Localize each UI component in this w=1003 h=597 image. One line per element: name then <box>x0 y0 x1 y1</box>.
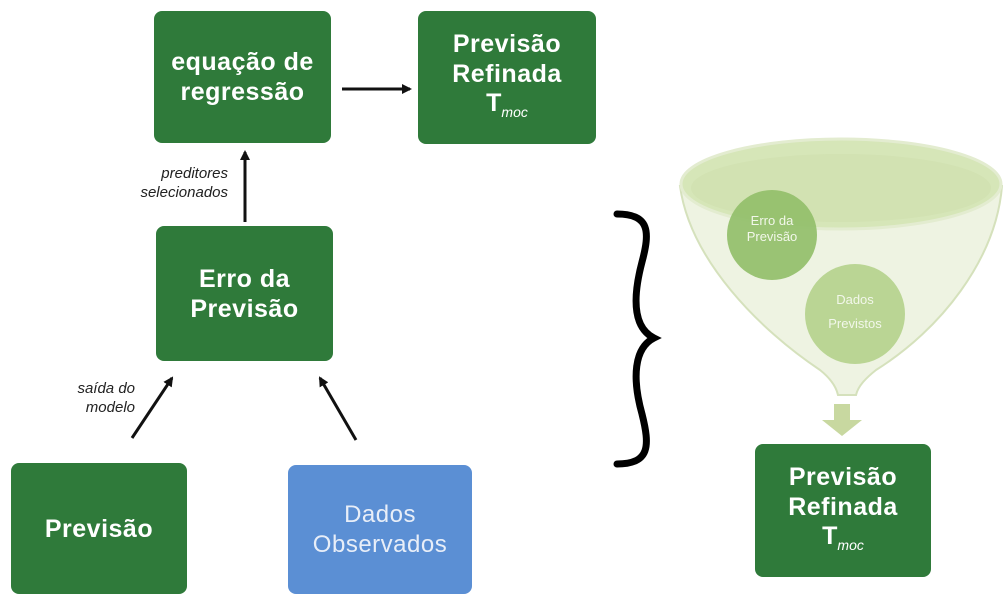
refined-top-line2: Refinada <box>452 60 562 88</box>
funnel-circle-error <box>727 190 817 280</box>
refined-right-line1: Previsão <box>788 463 898 491</box>
refined-top-symbol: Tmoc <box>486 89 528 120</box>
refined-forecast-box-right: Previsão Refinada Tmoc <box>755 444 931 577</box>
funnel-down-arrow <box>822 404 862 436</box>
regression-line1: equação de <box>171 48 314 76</box>
funnel-circle-data <box>805 264 905 364</box>
refined-right-symbol: Tmoc <box>822 522 864 553</box>
funnel-circle-data-line1: Dados <box>836 292 874 307</box>
model-output-line1: saída do <box>77 380 135 397</box>
forecast-error-line1: Erro da <box>198 264 291 293</box>
refined-right-line2: Refinada <box>788 493 898 521</box>
model-output-line2: modelo <box>85 399 135 416</box>
model-output-label: saída do modelo <box>55 379 135 417</box>
arrow-forecast-to-error <box>130 376 174 439</box>
forecast-error-line2: Previsão <box>190 294 299 323</box>
regression-line2: regressão <box>180 78 305 106</box>
funnel-circle-error-line2: Previsão <box>746 229 798 244</box>
regression-equation-box: equação de regressão <box>154 11 331 143</box>
funnel-circle-data-line2: Previstos <box>828 316 882 331</box>
predictors-line2: selecionados <box>140 184 228 201</box>
refined-forecast-box-top: Previsão Refinada Tmoc <box>418 11 596 144</box>
funnel-circle-error-line1: Erro da <box>750 213 794 228</box>
forecast-label: Previsão <box>44 514 154 543</box>
observed-line1: Dados <box>344 500 416 528</box>
observed-data-box: Dados Observados <box>288 465 472 594</box>
funnel-circle-error-label: Erro da Previsão <box>727 213 817 245</box>
funnel-circle-data-label: Dados Previstos <box>810 288 900 336</box>
arrow-observed-to-error <box>318 376 358 441</box>
predictors-label: preditores selecionados <box>98 164 228 202</box>
observed-line2: Observados <box>312 530 448 558</box>
forecast-error-box: Erro da Previsão <box>156 226 333 361</box>
curly-brace <box>613 210 662 468</box>
funnel <box>678 137 1003 436</box>
refined-top-line1: Previsão <box>452 30 562 58</box>
predictors-line1: preditores <box>161 165 228 182</box>
forecast-box: Previsão <box>11 463 187 594</box>
